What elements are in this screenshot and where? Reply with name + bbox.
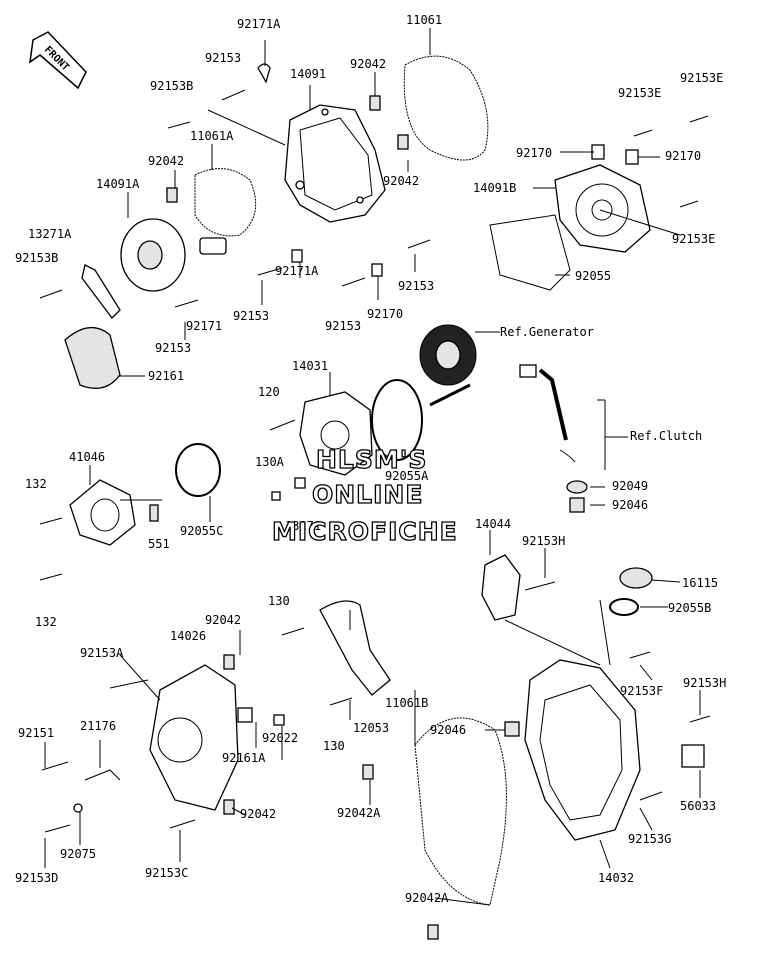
label-92161: 92161 (148, 369, 184, 383)
label-92153E-b: 92153E (618, 86, 661, 100)
label-92153B: 92153B (150, 79, 193, 93)
label-12053: 12053 (353, 721, 389, 735)
label-14091B: 14091B (473, 181, 516, 195)
label-ref-generator: Ref.Generator (500, 325, 594, 339)
label-14091: 14091 (290, 67, 326, 81)
label-ref-clutch: Ref.Clutch (630, 429, 702, 443)
label-92042-e: 92042 (240, 807, 276, 821)
label-56033: 56033 (680, 799, 716, 813)
label-92161A: 92161A (222, 751, 266, 765)
label-92153-a: 92153 (205, 51, 241, 65)
label-92055B: 92055B (668, 601, 711, 615)
label-14091A: 14091A (96, 177, 140, 191)
label-92042-a: 92042 (350, 57, 386, 71)
cover-14031 (269, 379, 423, 501)
label-92153E-a: 92153E (680, 71, 723, 85)
label-92153F: 92153F (620, 684, 663, 698)
label-92171A-2: 92171A (275, 264, 319, 278)
cover-14091B (489, 115, 709, 291)
label-92153-b: 92153 (398, 279, 434, 293)
label-92055A: 92055A (385, 469, 429, 483)
watermark-line-1: HLSM'S (316, 445, 427, 474)
label-92151: 92151 (18, 726, 54, 740)
label-92153-e: 92153 (155, 341, 191, 355)
label-92170-c: 92170 (367, 307, 403, 321)
label-92042A-2: 92042A (405, 891, 449, 905)
label-92153H: 92153H (522, 534, 565, 548)
cover-14026 (41, 654, 285, 833)
guide-12053 (281, 600, 391, 706)
watermark-line-2: ONLINE (312, 480, 423, 509)
label-11061: 11061 (406, 13, 442, 27)
leader-lines (44, 28, 701, 906)
label-11061A: 11061A (190, 129, 234, 143)
label-92171A: 92171A (237, 17, 281, 31)
watermark-line-3: MICROFICHE (272, 517, 458, 546)
label-92153-d: 92153 (325, 319, 361, 333)
label-21176: 21176 (80, 719, 116, 733)
label-92153-c: 92153 (233, 309, 269, 323)
label-14044: 14044 (475, 517, 511, 531)
clutch-cable (519, 364, 588, 513)
bracket-14044 (481, 554, 653, 621)
label-92055C: 92055C (180, 524, 223, 538)
label-120: 120 (258, 385, 280, 399)
label-92153A: 92153A (80, 646, 124, 660)
generator-cover-group (39, 55, 489, 389)
label-16115: 16115 (682, 576, 718, 590)
label-130-a: 130 (268, 594, 290, 608)
label-92153C: 92153C (145, 866, 188, 880)
label-132-a: 132 (25, 477, 47, 491)
label-92153D: 92153D (15, 871, 58, 885)
label-92153H-2: 92153H (683, 676, 726, 690)
label-14026: 14026 (170, 629, 206, 643)
label-92170-b: 92170 (665, 149, 701, 163)
label-92075: 92075 (60, 847, 96, 861)
label-92049: 92049 (612, 479, 648, 493)
label-13271A: 13271A (28, 227, 72, 241)
label-130A: 130A (255, 455, 285, 469)
label-92042-b: 92042 (148, 154, 184, 168)
label-92153G: 92153G (628, 832, 671, 846)
label-92055: 92055 (575, 269, 611, 283)
cover-14032 (362, 651, 711, 940)
label-92042A: 92042A (337, 806, 381, 820)
label-92022: 92022 (262, 731, 298, 745)
label-92171: 92171 (186, 319, 222, 333)
label-13271: 13271 (285, 519, 321, 533)
label-130-b: 130 (323, 739, 345, 753)
label-92170-a: 92170 (516, 146, 552, 160)
cover-41046 (39, 443, 221, 581)
label-551: 551 (148, 537, 170, 551)
label-92042-c: 92042 (383, 174, 419, 188)
label-92046-b: 92046 (430, 723, 466, 737)
label-92042-d: 92042 (205, 613, 241, 627)
label-92046-a: 92046 (612, 498, 648, 512)
watermark: HLSM'S ONLINE MICROFICHE (271, 444, 458, 546)
label-41046: 41046 (69, 450, 105, 464)
label-14032: 14032 (598, 871, 634, 885)
label-92153B-2: 92153B (15, 251, 58, 265)
part-labels: 92171A 11061 92153 14091 92042 92153B 92… (15, 13, 726, 905)
label-11061B: 11061B (385, 696, 428, 710)
label-92153E-c: 92153E (672, 232, 715, 246)
label-132-b: 132 (35, 615, 57, 629)
front-arrow-icon: FRONT (29, 31, 87, 90)
generator-stator (419, 324, 477, 407)
label-14031: 14031 (292, 359, 328, 373)
